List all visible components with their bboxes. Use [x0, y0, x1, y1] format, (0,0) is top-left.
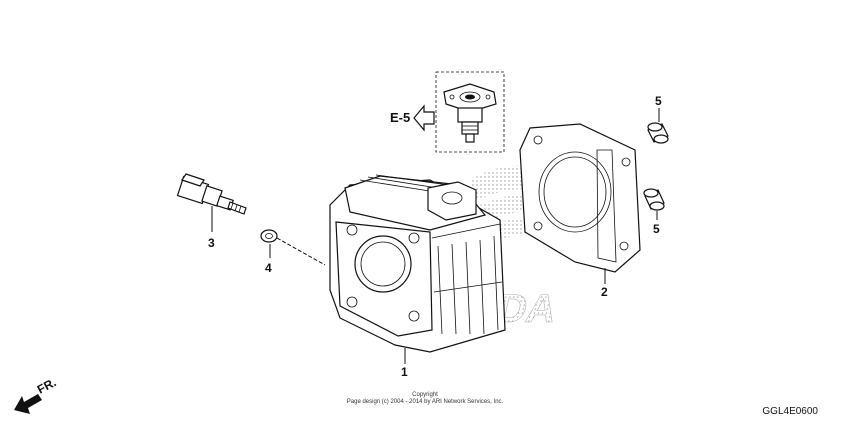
- reference-box: [435, 71, 505, 153]
- callout-gasket: 2: [601, 285, 608, 299]
- copyright-line-2: Page design (c) 2004 - 2014 by ARI Netwo…: [347, 399, 504, 405]
- dowel-pin-top: [647, 108, 669, 144]
- sensor-part: [176, 173, 247, 232]
- gasket-part: [519, 123, 641, 284]
- copyright-line-1: Copyright: [412, 392, 438, 398]
- callout-sensor: 3: [208, 236, 215, 250]
- front-label: FR.: [35, 375, 59, 396]
- diagram-code: GGL4E0600: [762, 406, 818, 417]
- reference-label: E-5: [390, 110, 410, 125]
- callout-dowel-top: 5: [655, 94, 662, 108]
- callout-dowel-bottom: 5: [653, 222, 660, 236]
- reference-arrow: [413, 104, 435, 132]
- cylinder-part: [329, 174, 506, 364]
- callout-cylinder: 1: [401, 365, 408, 379]
- washer-part: [260, 229, 326, 266]
- dowel-pin-bottom: [643, 188, 665, 220]
- front-arrow-icon: [14, 394, 42, 414]
- callout-washer: 4: [265, 261, 272, 275]
